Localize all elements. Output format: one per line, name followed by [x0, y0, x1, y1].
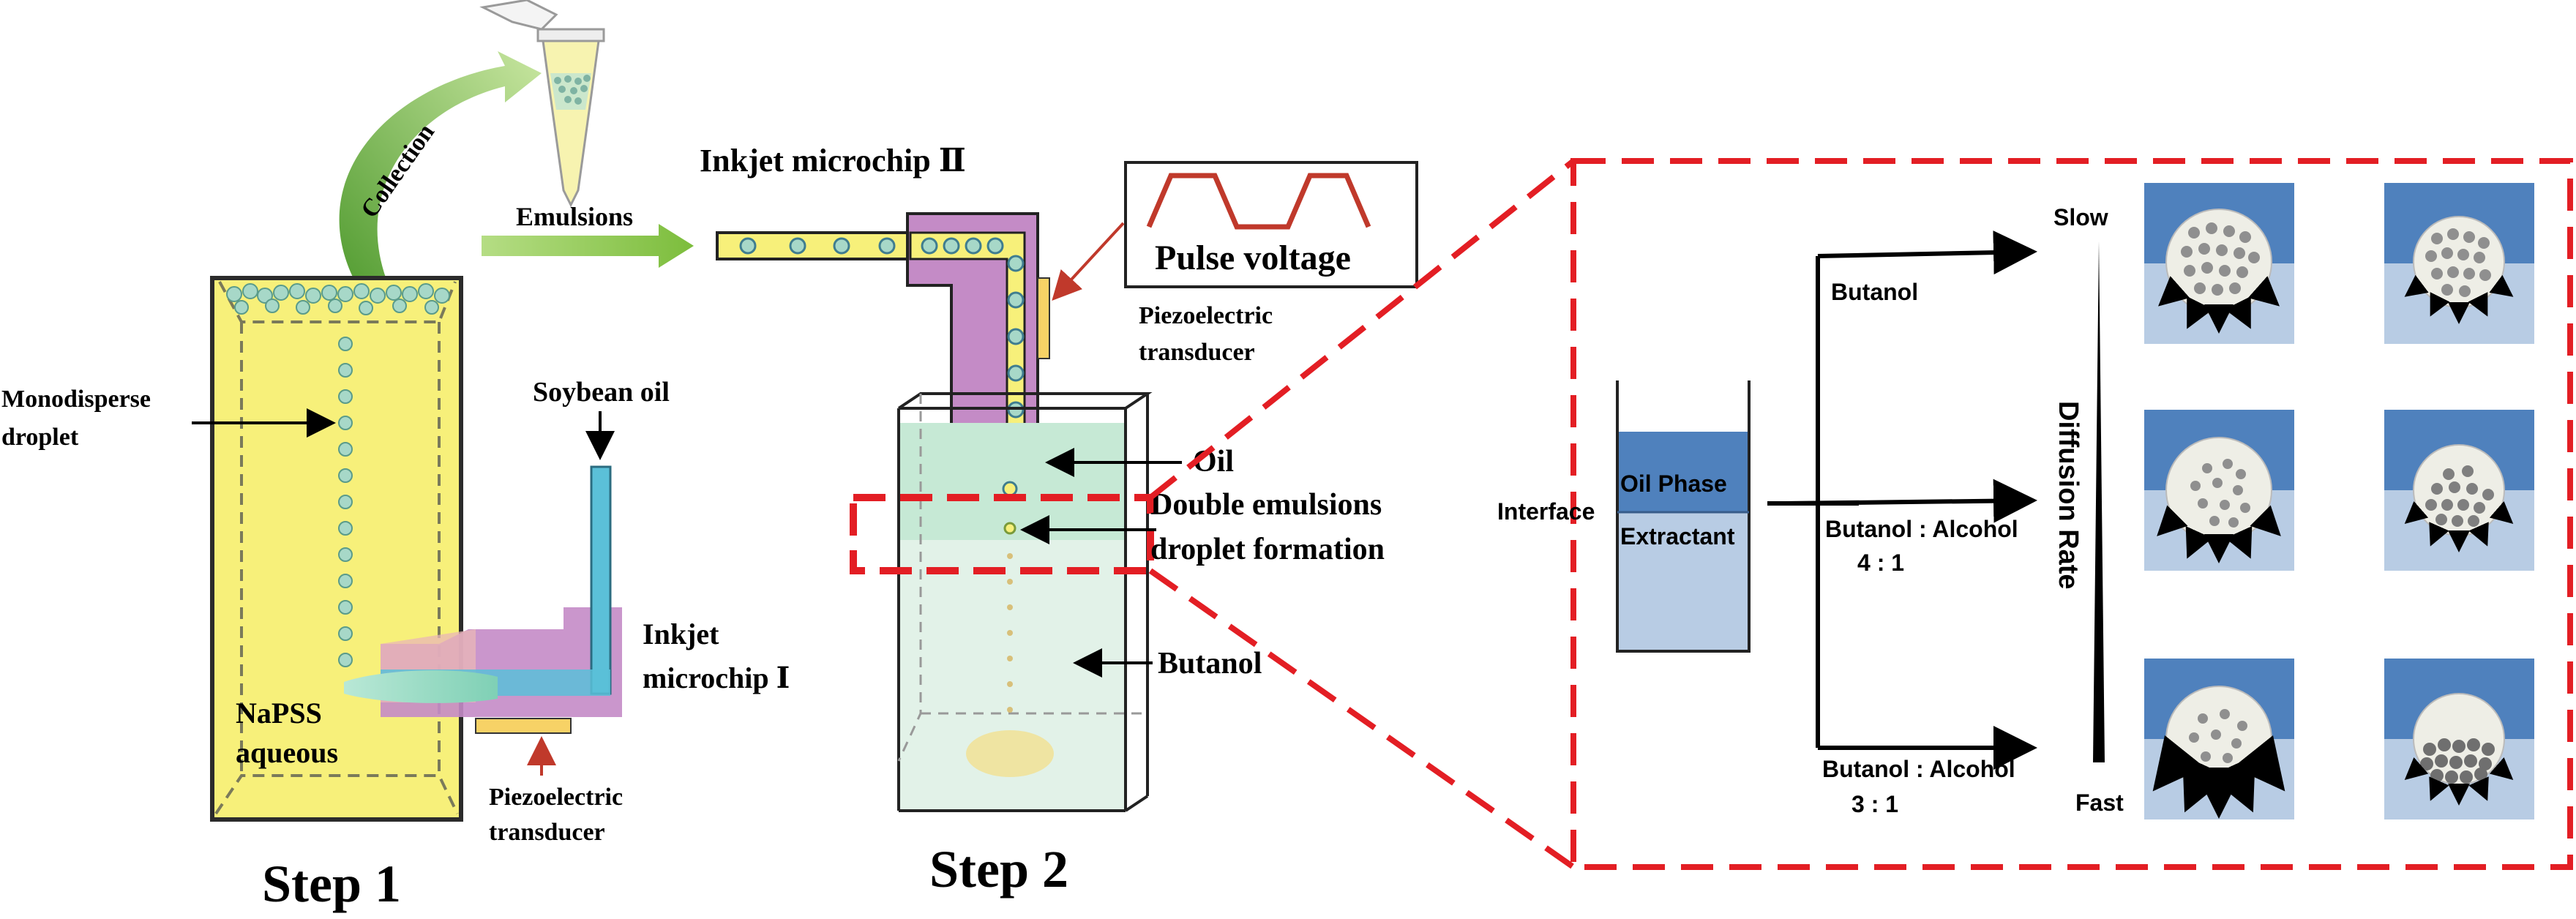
step2-label: Step 2	[929, 840, 1068, 899]
droplet-column	[338, 337, 353, 667]
emulsions-label: Emulsions	[516, 202, 633, 231]
inkjet-microchip-1	[344, 465, 622, 734]
droplet-tile	[2384, 410, 2534, 571]
pulse-voltage-label: Pulse voltage	[1155, 239, 1351, 277]
emulsions-arrow	[482, 224, 694, 268]
double-emulsion-label-line2: droplet formation	[1150, 533, 1385, 566]
branch2-ratio: 4 : 1	[1857, 549, 1904, 576]
step1-group: Collection Emulsions	[1, 0, 790, 913]
detail-connector-top	[1148, 158, 1576, 500]
droplet-tiles	[2144, 183, 2534, 819]
slow-label: Slow	[2053, 204, 2108, 230]
monodisperse-label-line2: droplet	[1, 424, 79, 451]
soybean-oil-label: Soybean oil	[533, 377, 670, 408]
droplet-formation-highlight	[850, 494, 1154, 574]
branch1-arrow	[1817, 230, 2037, 275]
detail-panel: Oil Phase Extractant Interface Butanol B…	[1148, 158, 2573, 870]
detail-frame	[1570, 158, 2573, 870]
branch1-label: Butanol	[1831, 279, 1918, 305]
piezo1-label-line2: transducer	[489, 819, 605, 846]
collection-arrow	[339, 51, 542, 300]
branch3-ratio: 3 : 1	[1852, 791, 1898, 817]
diffusion-rate-wedge	[2093, 241, 2105, 762]
detail-connector-bottom	[1148, 568, 1576, 870]
extractant-label: Extractant	[1620, 523, 1735, 549]
pulse-voltage-box: Pulse voltage	[1124, 161, 1418, 288]
extraction-beaker	[1616, 380, 1751, 653]
diffusion-rate-label: Diffusion Rate	[2053, 401, 2083, 590]
step2-beaker	[897, 392, 1153, 812]
step2-group: Inkjet microchip Ⅱ Pulse voltage	[700, 143, 1418, 899]
eppendorf-tube-icon	[479, 0, 605, 208]
emulsion-feed-tube	[716, 231, 913, 260]
top-droplet-layer	[226, 283, 450, 315]
monodisperse-label: Monodisperse	[1, 386, 151, 413]
branch2-arrow	[1785, 479, 2037, 523]
interface-label: Interface	[1497, 498, 1595, 525]
fast-label: Fast	[2075, 789, 2124, 816]
napss-label-line2: aqueous	[236, 736, 338, 769]
piezo1-label: Piezoelectric	[489, 784, 623, 811]
droplet-tile	[2144, 183, 2294, 344]
inkjet-microchip-1-label: Inkjet	[643, 618, 719, 650]
yellow-container	[210, 276, 463, 822]
branch2-label: Butanol : Alcohol	[1825, 516, 2018, 542]
droplet-tile	[2384, 183, 2534, 344]
pulse-to-piezo-arrow	[1052, 222, 1125, 301]
piezo2-label: Piezoelectric	[1139, 302, 1273, 329]
piezo2-label-line2: transducer	[1139, 339, 1255, 366]
oil-phase-label: Oil Phase	[1620, 470, 1727, 497]
droplet-tile	[2384, 659, 2534, 819]
inkjet-microchip-2-label: Inkjet microchip Ⅱ	[700, 143, 966, 179]
butanol-label: Butanol	[1158, 647, 1262, 680]
droplet-tile	[2144, 410, 2294, 571]
napss-label: NaPSS	[236, 697, 322, 729]
step1-label: Step 1	[262, 855, 401, 913]
inkjet-microchip-1-label-line2: microchip Ⅰ	[643, 661, 790, 694]
droplet-tile	[2144, 659, 2294, 819]
double-emulsion-label: Double emulsions	[1150, 488, 1382, 522]
branch3-label: Butanol : Alcohol	[1822, 756, 2015, 782]
